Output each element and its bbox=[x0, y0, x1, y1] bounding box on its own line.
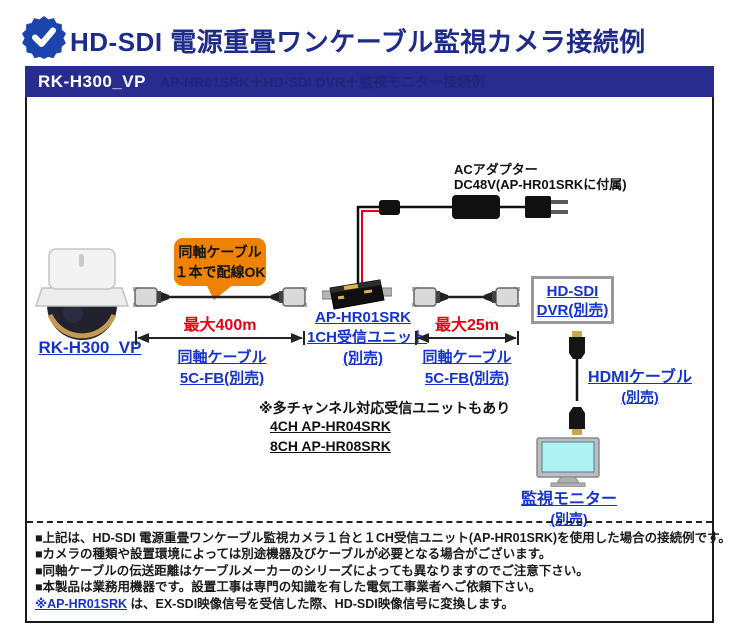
hdmi-cable-image bbox=[569, 331, 585, 435]
coax-cable-1-image bbox=[133, 287, 307, 307]
note-line: ■カメラの種類や設置環境によっては別途機器及びケーブルが必要となる場合がございま… bbox=[35, 547, 552, 562]
multichannel-option2: 8CH AP-HR08SRK bbox=[270, 438, 391, 454]
check-seal-icon bbox=[22, 16, 66, 59]
span2-cable-line2[interactable]: 5C-FB(別売) bbox=[424, 370, 510, 387]
note-ap-hr01srk-link[interactable]: ※AP-HR01SRK bbox=[35, 596, 128, 611]
note-line: ■同軸ケーブルの伝送距離はケーブルメーカーのシリーズによっても異なりますのでご注… bbox=[35, 563, 589, 578]
notes-block: ■上記は、HD-SDI 電源重畳ワンケーブル監視カメラ１台と１CH受信ユニット(… bbox=[35, 530, 730, 612]
dome-camera-image bbox=[35, 248, 129, 340]
ac-adapter-line2: DC48V(AP-HR01SRKに付属) bbox=[454, 177, 627, 192]
span1-arrow bbox=[135, 331, 305, 345]
ac-adapter-line1: ACアダプター bbox=[454, 162, 538, 177]
span2-cable-label: 同軸ケーブル 5C-FB(別売) bbox=[412, 346, 522, 388]
callout-line1: 同軸ケーブル bbox=[178, 244, 262, 260]
span1-cable-line2[interactable]: 5C-FB(別売) bbox=[179, 370, 265, 387]
multichannel-note: ※多チャンネル対応受信ユニットもあり bbox=[259, 400, 511, 416]
receiver-label: AP-HR01SRK 1CH受信ユニット (別売) bbox=[307, 309, 428, 368]
coax-cable-2-image bbox=[412, 287, 520, 307]
receiver-line2[interactable]: 1CH受信ユニット bbox=[307, 329, 428, 346]
camera-model-link[interactable]: RK-H300_VP bbox=[38, 338, 142, 357]
hdmi-line1[interactable]: HDMIケーブル bbox=[588, 369, 692, 386]
monitor-line2[interactable]: (別売) bbox=[550, 511, 588, 527]
note-line: ■本製品は業務用機器です。設置工事は専門の知識を有した電気工事業者へご依頼下さい… bbox=[35, 580, 542, 595]
dvr-line1[interactable]: HD-SDI bbox=[546, 283, 599, 300]
dashed-divider bbox=[27, 521, 712, 523]
hdmi-line2[interactable]: (別売) bbox=[621, 389, 659, 405]
model-bar: RK-H300_VP AP-HR01SRK＋HD-SDI DVR＋監視モニター接… bbox=[25, 66, 714, 97]
receiver-line3[interactable]: (別売) bbox=[343, 350, 383, 367]
model-bar-watermark: AP-HR01SRK＋HD-SDI DVR＋監視モニター接続例 bbox=[160, 73, 486, 90]
hdmi-label: HDMIケーブル (別売) bbox=[575, 363, 705, 407]
dvr-line2[interactable]: DVR(別売) bbox=[536, 302, 609, 319]
monitor-image bbox=[536, 437, 600, 487]
note-line-last: ※AP-HR01SRK は、EX-SDI映像信号を受信した際、HD-SDI映像信… bbox=[35, 596, 707, 612]
dvr-box: HD-SDI DVR(別売) bbox=[531, 276, 614, 324]
span1-cable-label: 同軸ケーブル 5C-FB(別売) bbox=[137, 346, 307, 388]
monitor-label: 監視モニター (別売) bbox=[508, 485, 630, 529]
note-line: ■上記は、HD-SDI 電源重畳ワンケーブル監視カメラ１台と１CH受信ユニット(… bbox=[35, 531, 730, 545]
span2-cable-line1[interactable]: 同軸ケーブル bbox=[422, 349, 512, 366]
receiver-unit-image bbox=[322, 279, 392, 310]
callout-bubble: 同軸ケーブル １本で配線OK bbox=[174, 238, 266, 286]
receiver-line1[interactable]: AP-HR01SRK bbox=[315, 309, 411, 326]
multichannel-option1: 4CH AP-HR04SRK bbox=[270, 418, 391, 434]
model-bar-label: RK-H300_VP bbox=[38, 71, 146, 91]
callout-line2: １本で配線OK bbox=[174, 264, 266, 280]
page-title: HD-SDI 電源重畳ワンケーブル監視カメラ接続例 bbox=[70, 27, 646, 57]
span1-distance: 最大400m bbox=[183, 317, 257, 334]
span1-cable-line1[interactable]: 同軸ケーブル bbox=[177, 349, 267, 366]
ac-adapter-image bbox=[356, 195, 568, 285]
note-last-text: は、EX-SDI映像信号を受信した際、HD-SDI映像信号に変換します。 bbox=[127, 596, 514, 611]
span2-arrow bbox=[415, 331, 519, 345]
span2-distance: 最大25m bbox=[434, 317, 500, 334]
monitor-line1[interactable]: 監視モニター bbox=[520, 491, 617, 508]
diagram-box: RK-H300_VP 同軸ケーブル １本で配線OK 最大400m bbox=[25, 97, 730, 623]
